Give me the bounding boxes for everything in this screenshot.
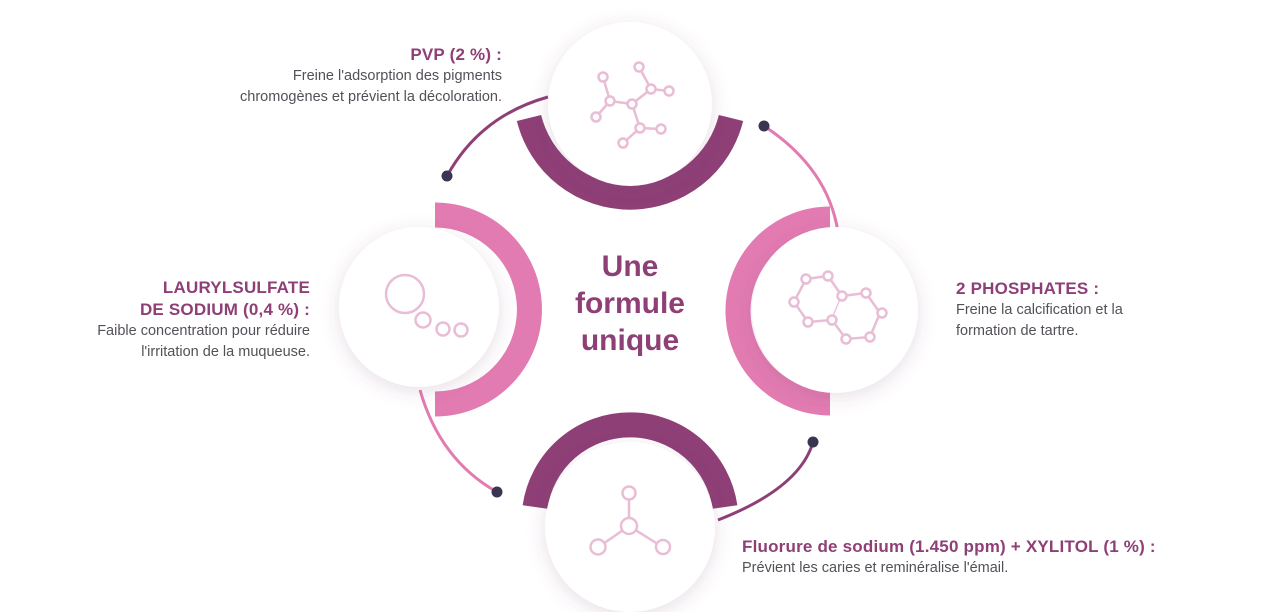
hexagon-molecule-icon	[788, 270, 888, 345]
connector-dot	[758, 120, 770, 132]
center-title-line: unique	[580, 324, 680, 357]
fluorure-title: Fluorure de sodium (1.450 ppm) + XYLITOL…	[742, 537, 1156, 556]
center-title: Une formule unique	[545, 248, 715, 359]
connector-top-right	[763, 124, 840, 233]
lauryl-title-line: LAURYLSULFATE	[162, 278, 310, 297]
label-phosphates: 2 PHOSPHATES : Freine la calcification e…	[956, 278, 1246, 342]
lauryl-description-line: Faible concentration pour réduire	[97, 323, 310, 339]
branched-molecule-icon	[590, 61, 675, 149]
label-pvp: PVP (2 %) : Freine l'adsorption des pigm…	[140, 44, 502, 108]
connector-dot	[441, 170, 453, 182]
connector-dot	[807, 436, 819, 448]
chain-molecule-icon	[384, 273, 469, 338]
connector-dot	[491, 486, 503, 498]
ring-arc-bottom	[522, 412, 738, 510]
pvp-title: PVP (2 %) :	[410, 45, 502, 64]
pvp-description-line: Freine l'adsorption des pigments	[292, 68, 502, 84]
label-lauryl: LAURYLSULFATE DE SODIUM (0,4 %) : Faible…	[20, 277, 310, 363]
fluorure-description-line: Prévient les caries et reminéralise l'ém…	[742, 560, 1009, 576]
phosphates-description-line: Freine la calcification et la	[956, 302, 1123, 318]
connector-top-left	[445, 95, 549, 177]
ring-arc-right	[725, 206, 831, 416]
tri-molecule-icon	[589, 485, 672, 556]
connector-bottom-left	[418, 389, 498, 494]
center-title-line: formule	[574, 287, 685, 320]
connector-bottom-right	[717, 441, 815, 522]
lauryl-title-line: DE SODIUM (0,4 %) :	[139, 300, 310, 319]
ring-arc-top	[516, 114, 744, 210]
phosphates-title: 2 PHOSPHATES :	[956, 279, 1100, 298]
pvp-description-line: chromogènes et prévient la décoloration.	[240, 89, 502, 105]
phosphates-description-line: formation de tartre.	[956, 323, 1079, 339]
label-fluorure: Fluorure de sodium (1.450 ppm) + XYLITOL…	[742, 536, 1252, 579]
center-title-line: Une	[601, 250, 659, 283]
lauryl-description-line: l'irritation de la muqueuse.	[141, 344, 310, 360]
ring-arc-left	[434, 202, 542, 417]
